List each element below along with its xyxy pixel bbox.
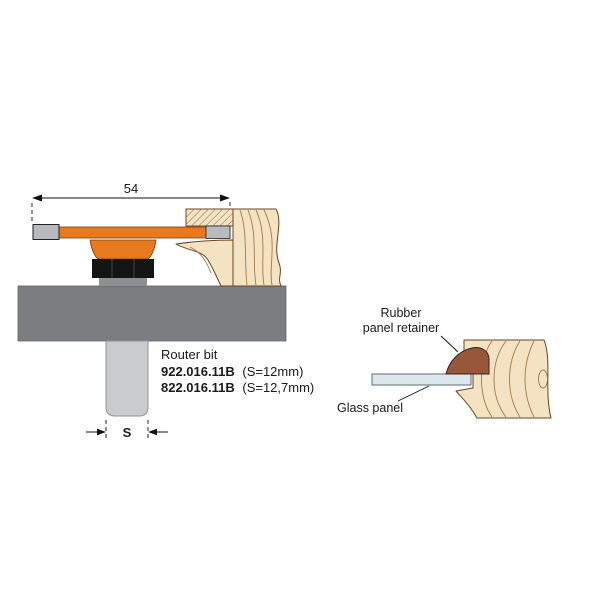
glass-panel [371, 373, 472, 386]
wood-tab-endgrain-hatch [186, 209, 233, 226]
arbor-collar [99, 278, 147, 286]
retainer-label-line2: panel retainer [363, 321, 439, 335]
glass-panel-detail: Rubber panel retainer Glass panel [337, 306, 552, 419]
shank-dim-label: S [123, 425, 132, 440]
arrow-head-right [148, 428, 157, 436]
caption-title: Router bit [161, 347, 218, 362]
wood-main-body [232, 208, 282, 287]
retainer-label-line1: Rubber [381, 306, 422, 320]
router-bit-diagram: 54 S Router bit 922.016.11B (S=12mm) 822… [17, 181, 314, 441]
wood-grain-lines [189, 209, 273, 286]
retainer-leader-line [440, 335, 459, 353]
wood-profile-lobe [175, 239, 234, 287]
detail-wood-grain [481, 340, 548, 418]
cutter-head [32, 224, 231, 286]
workpiece-wood [175, 208, 282, 287]
dimension-value: 54 [124, 181, 138, 196]
arrow-head-left [97, 428, 106, 436]
glass-leader-line [397, 385, 430, 402]
glass-panel-label: Glass panel [337, 401, 403, 415]
shank-dimension: S [86, 420, 168, 441]
arrow-left [32, 194, 42, 202]
caption-item-2: 822.016.11B (S=12,7mm) [161, 380, 314, 395]
carbide-tip-left [32, 224, 60, 240]
shank [105, 340, 149, 417]
carbide-tip-right [205, 225, 231, 239]
router-base-body [17, 285, 287, 342]
cutter-hub [89, 239, 157, 260]
caption-item-1: 922.016.11B (S=12mm) [161, 364, 303, 379]
caption: Router bit 922.016.11B (S=12mm) 822.016.… [161, 347, 314, 395]
cutter-disc [35, 226, 231, 239]
arrow-right [220, 194, 230, 202]
rubber-retainer [445, 347, 490, 375]
arbor-nut [92, 259, 154, 278]
width-dimension: 54 [31, 181, 231, 222]
